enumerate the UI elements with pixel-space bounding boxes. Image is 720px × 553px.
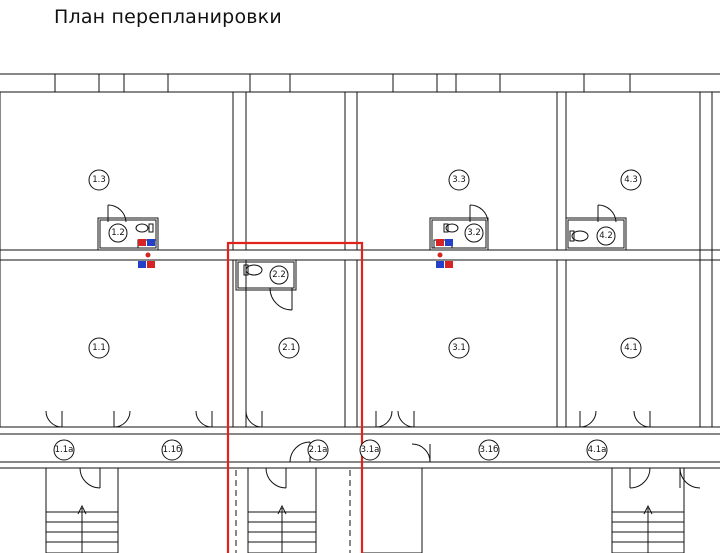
room-label-2-1: 2.1 xyxy=(282,343,296,353)
room-label-3-3: 3.3 xyxy=(452,175,466,185)
entrance-stairs xyxy=(45,467,685,553)
room-label-4-1: 4.1 xyxy=(624,343,638,353)
room-label-3-2: 3.2 xyxy=(467,228,481,238)
room-label-circles xyxy=(53,169,642,461)
bathroom-1-2 xyxy=(97,204,159,251)
room-label-4-3: 4.3 xyxy=(624,175,638,185)
room-label-4-2: 4.2 xyxy=(599,231,613,241)
room-label-1-1: 1.1 xyxy=(92,343,106,353)
room-label-1-3: 1.3 xyxy=(92,175,106,185)
redevelopment-highlight xyxy=(226,241,364,553)
dashed-lines xyxy=(235,470,351,553)
bathroom-2-2 xyxy=(235,259,297,311)
middle-wall xyxy=(0,249,720,261)
room-label-4-1a: 4.1а xyxy=(588,445,607,455)
corridor-walls xyxy=(0,426,720,469)
room-label-2-2: 2.2 xyxy=(272,270,286,280)
room-label-2-1a: 2.1а xyxy=(309,445,328,455)
room-label-1-1b: 1.1б xyxy=(163,445,182,455)
bathroom-4-2 xyxy=(565,204,627,251)
riser-markers xyxy=(138,239,453,268)
room-label-1-1a: 1.1а xyxy=(55,445,74,455)
plan-title: План перепланировки xyxy=(54,6,282,28)
room-label-3-1a: 3.1а xyxy=(361,445,380,455)
room-label-3-1b: 3.1б xyxy=(480,445,499,455)
room-label-3-1: 3.1 xyxy=(452,343,466,353)
door-swings xyxy=(45,410,701,489)
room-label-1-2: 1.2 xyxy=(111,228,125,238)
exterior-wall-top xyxy=(0,73,720,93)
